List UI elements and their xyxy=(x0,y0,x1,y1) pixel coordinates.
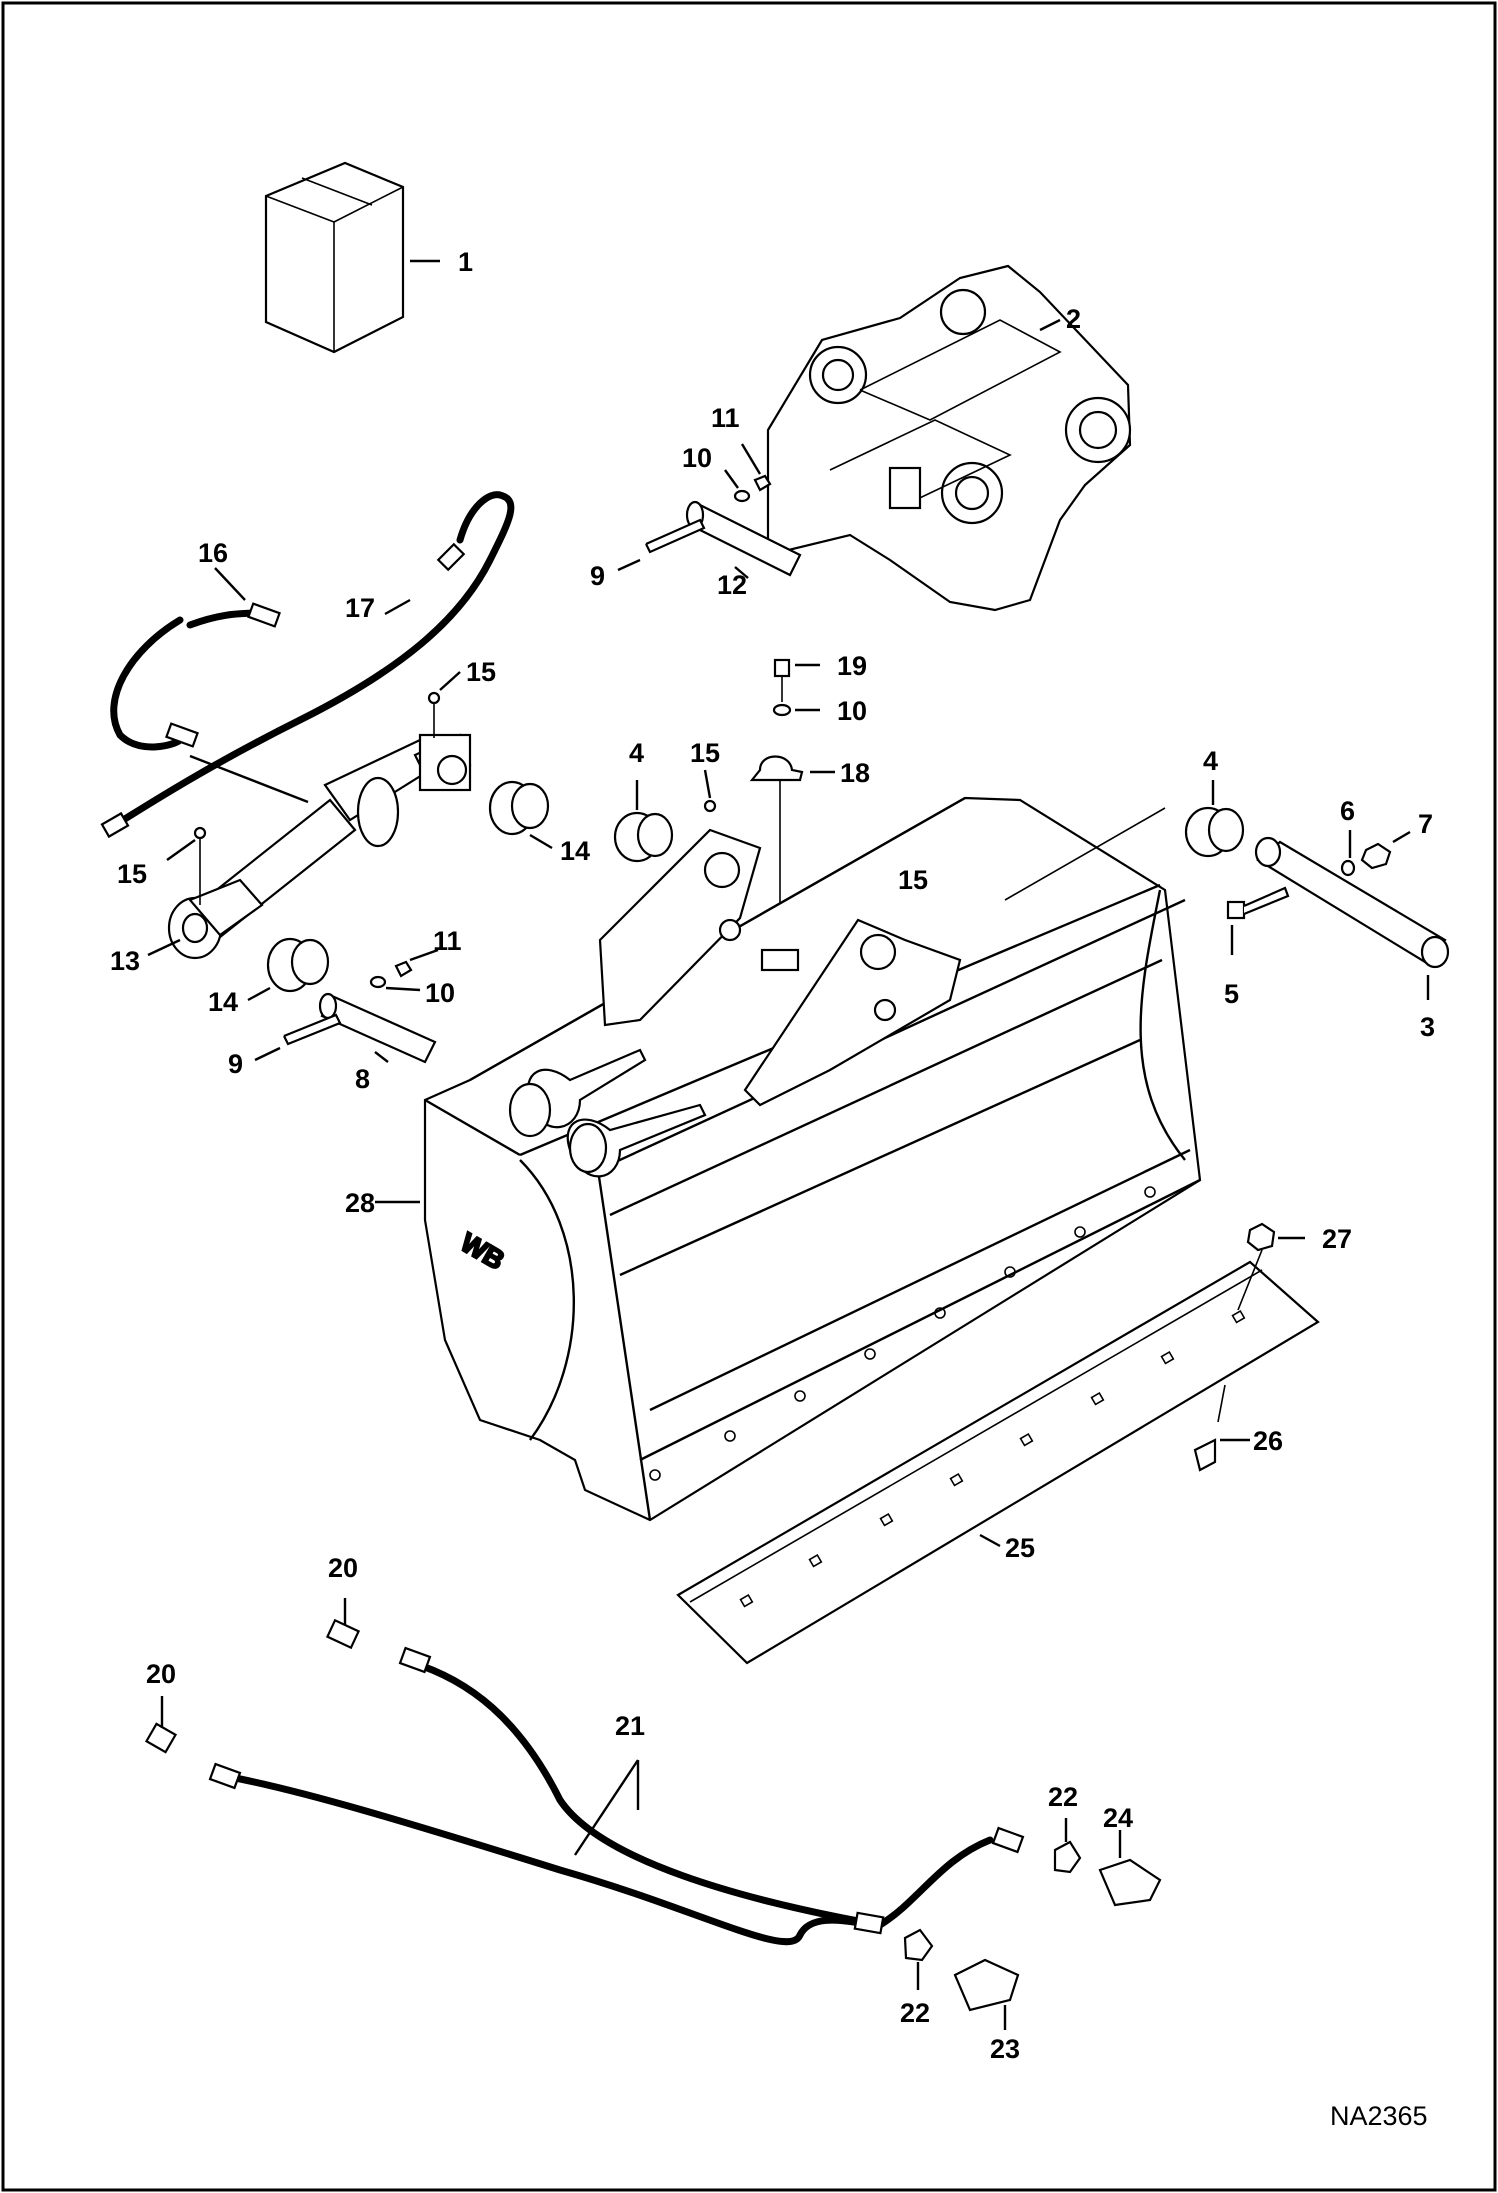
callout-24: 24 xyxy=(1103,1803,1133,1833)
callout-20-lower: 20 xyxy=(146,1659,176,1689)
callout-26: 26 xyxy=(1253,1426,1283,1456)
callout-10-clamp: 10 xyxy=(837,696,867,726)
callout-3: 3 xyxy=(1420,1012,1435,1042)
part-28-bucket: WB xyxy=(375,796,1202,1522)
part-21-hose-upper xyxy=(325,1618,1025,1929)
callout-21: 21 xyxy=(615,1711,645,1741)
callout-14-left: 14 xyxy=(208,987,238,1017)
callout-15-mid: 15 xyxy=(690,738,720,768)
callout-22-lower: 22 xyxy=(900,1998,930,2028)
part-9-bolt-upper xyxy=(617,518,706,572)
callout-4-right: 4 xyxy=(1203,746,1218,776)
callout-12: 12 xyxy=(717,570,747,600)
part-10-11-washer-nut-upper xyxy=(724,443,772,503)
part-9-bolt-lower xyxy=(254,1013,342,1062)
callout-1: 1 xyxy=(458,247,473,277)
callout-15-cyl: 15 xyxy=(117,859,147,889)
callout-10-upper: 10 xyxy=(682,443,712,473)
part-16-17-hoses xyxy=(100,491,515,839)
part-1-kit-box xyxy=(264,161,440,354)
part-26-plow-bolt xyxy=(1193,1384,1250,1472)
part-10-11-washer-nut-lower xyxy=(369,948,439,992)
part-6-washer xyxy=(1340,830,1356,877)
part-7-nut xyxy=(1360,830,1411,870)
callout-9-upper: 9 xyxy=(590,561,605,591)
callout-6: 6 xyxy=(1340,796,1355,826)
callout-16: 16 xyxy=(198,538,228,568)
part-22-adapter-upper xyxy=(1053,1818,1082,1874)
callout-17: 17 xyxy=(345,593,375,623)
callout-23: 23 xyxy=(990,2034,1020,2064)
part-23-coupler-female xyxy=(953,1958,1020,2030)
part-13-hydraulic-cylinder xyxy=(147,700,472,960)
callout-27: 27 xyxy=(1322,1224,1352,1254)
callout-15-right: 15 xyxy=(898,865,928,895)
callout-28: 28 xyxy=(345,1188,375,1218)
callout-9-lower: 9 xyxy=(228,1049,243,1079)
part-4-bushing-left xyxy=(613,780,674,863)
part-27-nut xyxy=(1237,1222,1305,1311)
callout-13: 13 xyxy=(110,946,140,976)
part-2-coupler-bracket xyxy=(766,264,1132,612)
callout-11-upper: 11 xyxy=(711,403,740,433)
figure-reference-code: NA2365 xyxy=(1330,2101,1428,2131)
callout-14-right: 14 xyxy=(560,836,590,866)
callout-5: 5 xyxy=(1224,979,1239,1009)
callout-15-top: 15 xyxy=(466,657,496,687)
callout-20-upper: 20 xyxy=(328,1553,358,1583)
callout-2: 2 xyxy=(1066,304,1081,334)
part-5-bolt xyxy=(1226,886,1290,955)
part-22-adapter-lower xyxy=(903,1928,934,1990)
callout-8: 8 xyxy=(355,1064,370,1094)
callout-4-left: 4 xyxy=(629,738,644,768)
callout-10-lower: 10 xyxy=(425,978,455,1008)
callout-22-upper: 22 xyxy=(1048,1782,1078,1812)
part-14-bushing-right xyxy=(488,780,553,850)
part-3-pin xyxy=(1254,836,1450,1000)
part-14-bushing-left xyxy=(247,937,330,1002)
callout-25: 25 xyxy=(1005,1533,1035,1563)
callout-11-lower: 11 xyxy=(433,926,462,956)
part-24-coupler-male xyxy=(1098,1830,1162,1907)
part-4-bushing-right xyxy=(1004,780,1245,901)
part-21-hose-lower xyxy=(144,1722,885,1946)
part-19-18-10-clamp-group xyxy=(749,658,835,948)
part-8-pin xyxy=(318,992,437,1064)
callout-19: 19 xyxy=(837,651,867,681)
callout-18: 18 xyxy=(840,758,870,788)
callout-7: 7 xyxy=(1418,809,1433,839)
part-25-cutting-edge xyxy=(676,1260,1320,1665)
